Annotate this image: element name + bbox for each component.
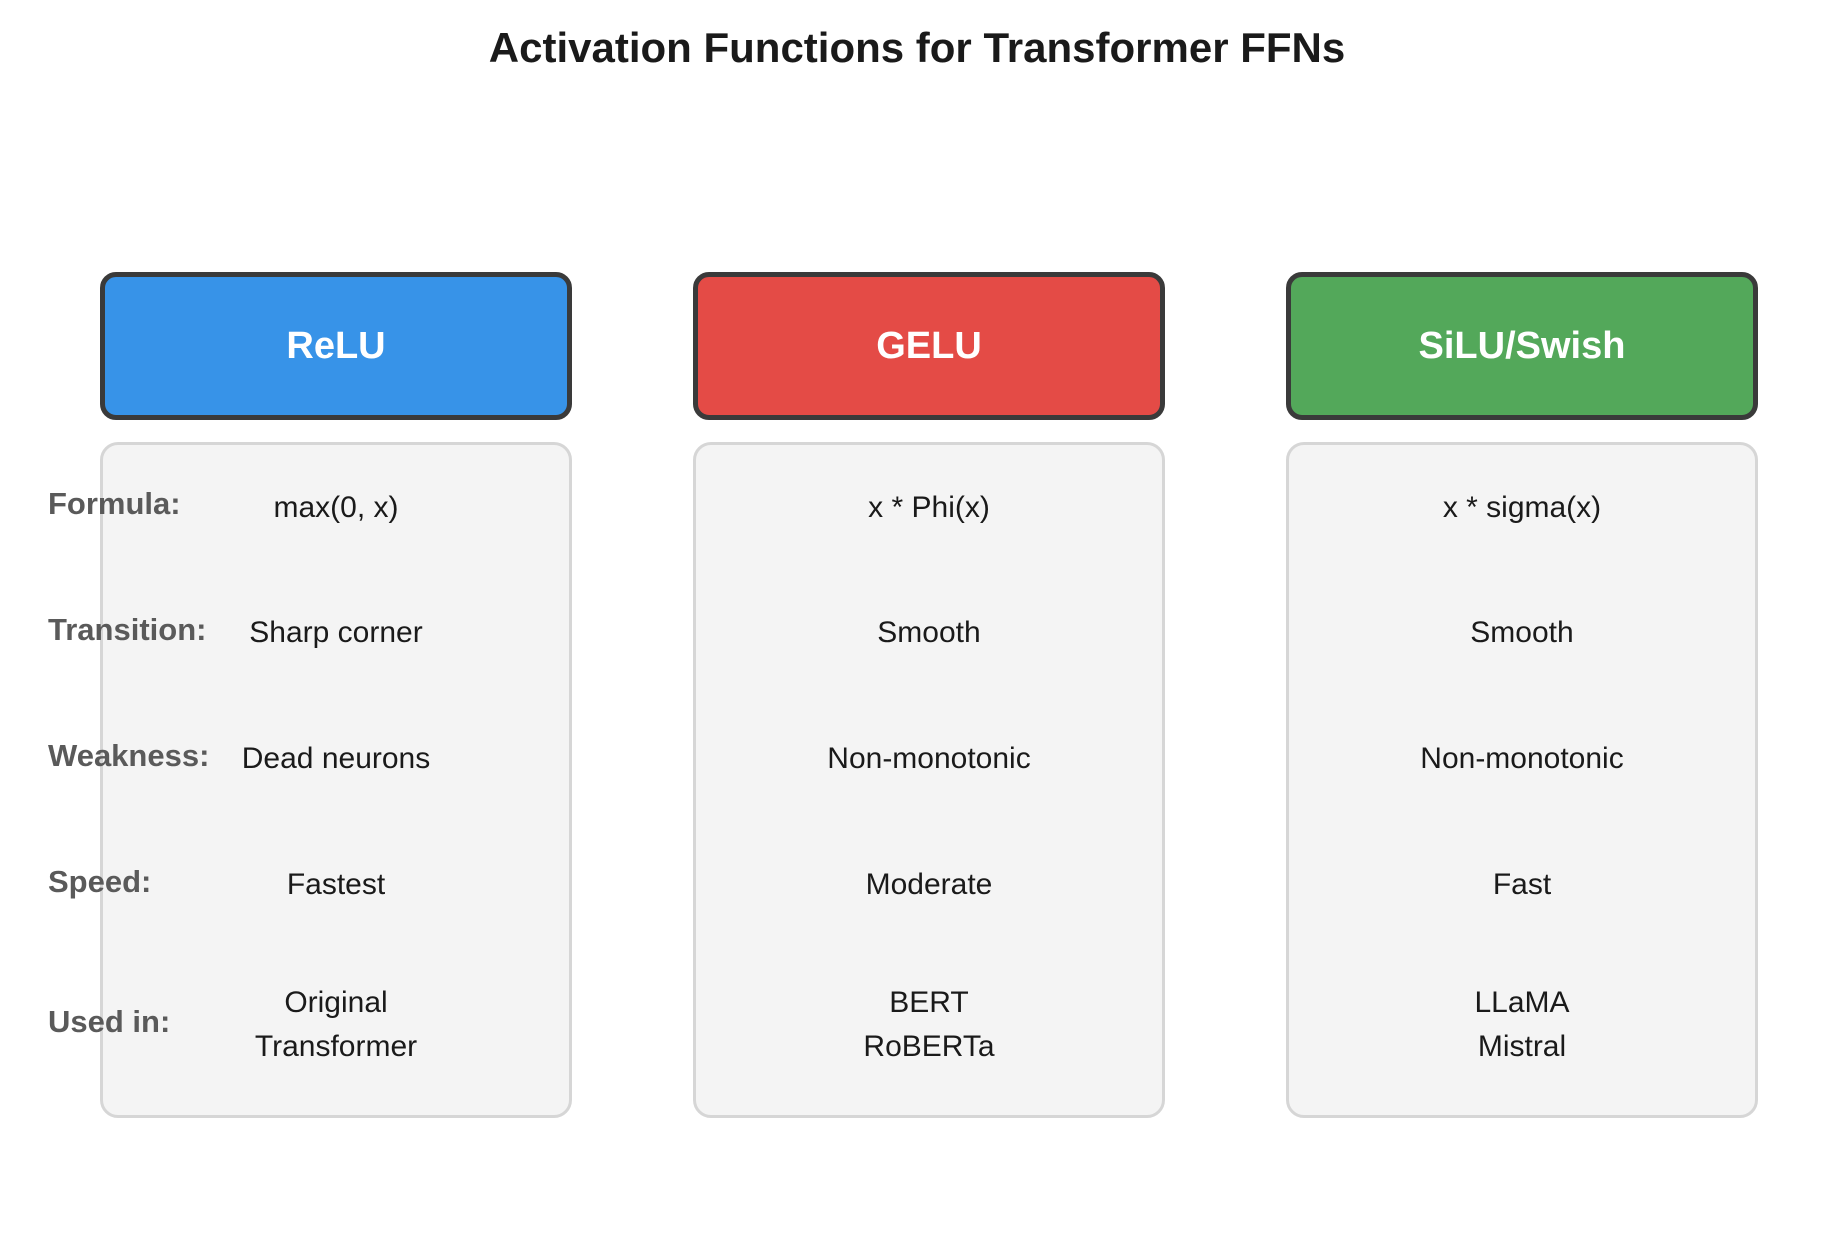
relu-transition-value: Sharp corner [249, 616, 423, 649]
column-gelu: GELU x * Phi(x) Smooth Non-monotonic Mod… [693, 272, 1165, 1118]
relu-speed-value: Fastest [286, 868, 386, 901]
figure-title: Activation Functions for Transformer FFN… [488, 24, 1346, 71]
row-label-used-in: Used in: [48, 1004, 171, 1039]
column-silu-swish: SiLU/Swish x * sigma(x) Smooth Non-monot… [1286, 272, 1758, 1118]
gelu-card: x * Phi(x) Smooth Non-monotonic Moderate… [693, 442, 1165, 1118]
relu-formula-value: max(0, x) [273, 491, 399, 524]
silu-formula-value: x * sigma(x) [1442, 491, 1602, 524]
gelu-formula-value: x * Phi(x) [868, 491, 990, 524]
column-relu: ReLU max(0, x) Sharp corner Dead neurons… [100, 272, 572, 1118]
gelu-header: GELU [693, 272, 1165, 420]
gelu-used-in-value: BERT RoBERTa [863, 986, 995, 1063]
silu-weakness-value: Non-monotonic [1420, 742, 1624, 775]
relu-card: max(0, x) Sharp corner Dead neurons Fast… [100, 442, 572, 1118]
silu-swish-header: SiLU/Swish [1286, 272, 1758, 420]
gelu-transition-value: Smooth [877, 616, 981, 649]
relu-weakness-value: Dead neurons [241, 742, 431, 775]
row-label-speed: Speed: [48, 864, 152, 899]
row-label-transition: Transition: [48, 612, 207, 647]
row-label-formula: Formula: [48, 486, 181, 521]
silu-transition-value: Smooth [1470, 616, 1574, 649]
gelu-weakness-value: Non-monotonic [827, 742, 1031, 775]
relu-used-in-value: Original Transformer [254, 986, 418, 1063]
row-label-weakness: Weakness: [48, 738, 210, 773]
silu-used-in-value: LLaMA Mistral [1474, 986, 1570, 1063]
silu-speed-value: Fast [1492, 868, 1552, 901]
gelu-speed-value: Moderate [865, 868, 993, 901]
relu-header: ReLU [100, 272, 572, 420]
silu-swish-card: x * sigma(x) Smooth Non-monotonic Fast L… [1286, 442, 1758, 1118]
